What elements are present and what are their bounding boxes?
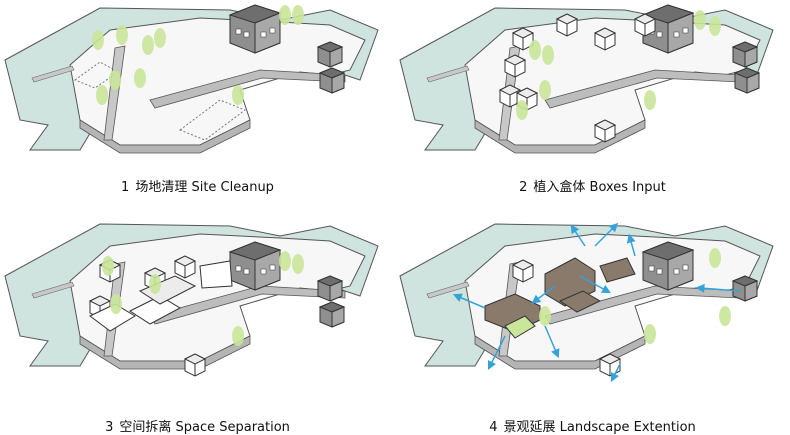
caption-number: 1 — [121, 180, 129, 195]
panel-site-cleanup: 1 场地清理 Site Cleanup — [0, 0, 395, 216]
landscape-extention-diagram — [395, 216, 790, 386]
caption: 2 植入盒体 Boxes Input — [395, 176, 790, 195]
caption: 4 景观延展 Landscape Extention — [395, 416, 790, 435]
caption: 3 空间拆离 Space Separation — [0, 416, 395, 435]
caption-label: 空间拆离 Space Separation — [119, 420, 290, 435]
panel-space-separation: 3 空间拆离 Space Separation — [0, 216, 395, 432]
boxes-input-diagram — [395, 0, 790, 170]
caption-label: 场地清理 Site Cleanup — [135, 180, 274, 195]
space-separation-diagram — [0, 216, 395, 386]
caption-number: 3 — [105, 420, 113, 435]
caption-label: 植入盒体 Boxes Input — [533, 180, 665, 195]
panel-landscape-extention: 4 景观延展 Landscape Extention — [395, 216, 790, 432]
caption-label: 景观延展 Landscape Extention — [504, 420, 696, 435]
caption-number: 4 — [489, 420, 497, 435]
caption: 1 场地清理 Site Cleanup — [0, 176, 395, 195]
caption-number: 2 — [519, 180, 527, 195]
site-cleanup-diagram — [0, 0, 395, 170]
panel-boxes-input: 2 植入盒体 Boxes Input — [395, 0, 790, 216]
